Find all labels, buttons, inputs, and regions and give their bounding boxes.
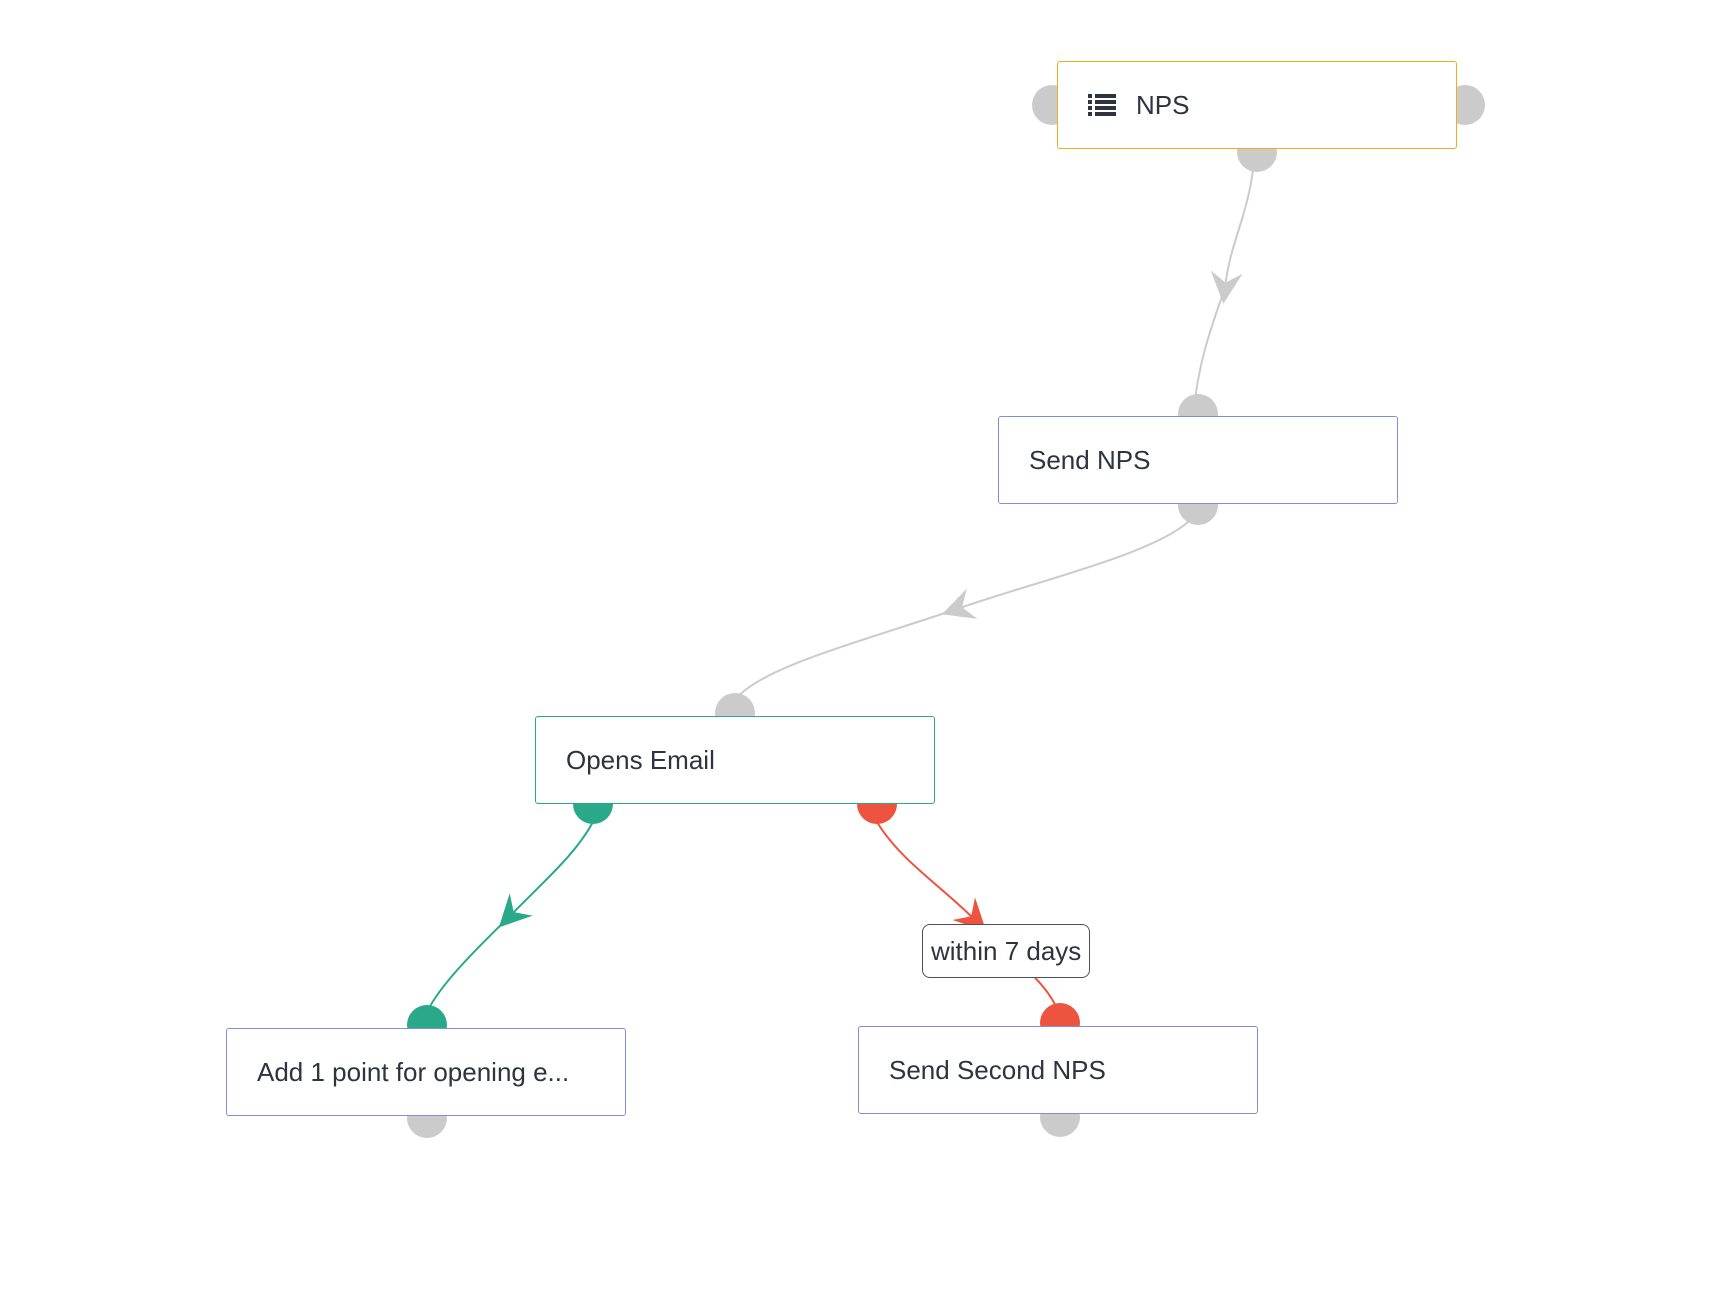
edge-yes-branch-tail xyxy=(426,915,511,1013)
edge-label-text: within 7 days xyxy=(931,935,1082,966)
node-send-second-nps[interactable]: Send Second NPS xyxy=(858,1026,1258,1114)
edge-send-nps-to-opens-email-tail xyxy=(734,608,958,701)
edge-no-branch[interactable] xyxy=(876,821,987,932)
edge-send-nps-to-opens-email[interactable] xyxy=(941,521,1189,619)
edge-nps-to-send-nps[interactable] xyxy=(1210,151,1256,304)
edge-yes-branch[interactable] xyxy=(498,821,594,928)
node-label: Send NPS xyxy=(1029,444,1151,475)
edge-nps-to-send-nps-tail xyxy=(1194,287,1226,401)
node-add-point[interactable]: Add 1 point for opening e... xyxy=(226,1028,626,1116)
edge-label-within-7-days[interactable]: within 7 days xyxy=(922,924,1091,978)
node-send-nps[interactable]: Send NPS xyxy=(998,416,1398,504)
node-label: Send Second NPS xyxy=(889,1054,1106,1085)
node-label: Opens Email xyxy=(566,744,715,775)
list-icon xyxy=(1088,94,1116,116)
node-opens-email[interactable]: Opens Email xyxy=(535,716,935,804)
node-nps[interactable]: NPS xyxy=(1057,61,1457,149)
node-label: Add 1 point for opening e... xyxy=(257,1056,570,1087)
node-label: NPS xyxy=(1136,89,1190,120)
